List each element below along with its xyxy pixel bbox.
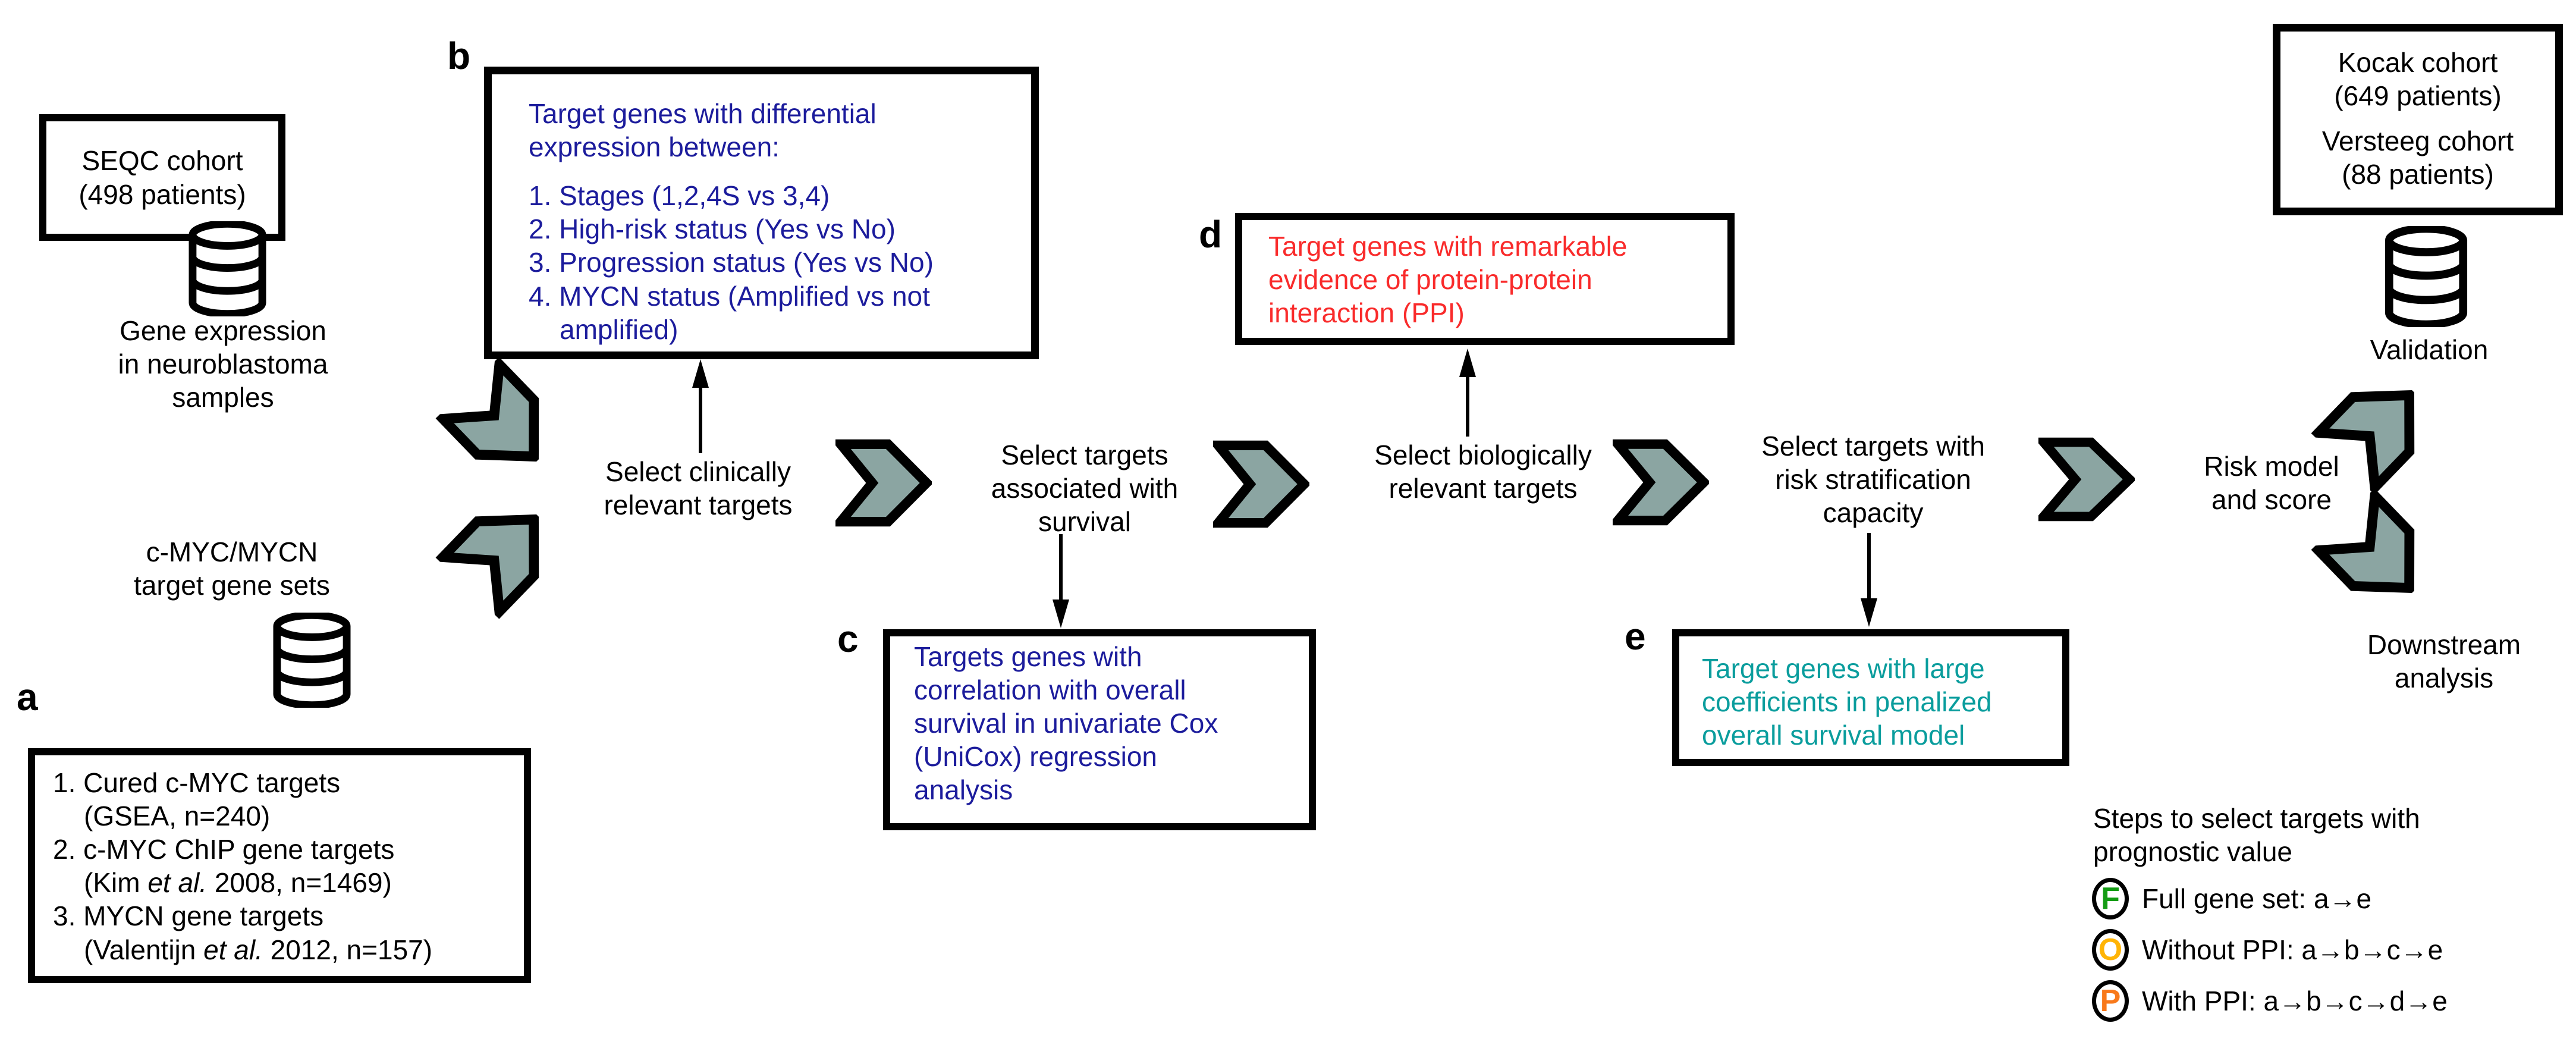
legend-row-with-ppi: P With PPI: a→b→c→d→e bbox=[2092, 980, 2448, 1022]
cmyc-gene-sets-label: c-MYC/MYCN target gene sets bbox=[134, 536, 330, 601]
flow-chevron-up-right-icon bbox=[2311, 390, 2415, 495]
legend-row-without-ppi: O Without PPI: a→b→c→e bbox=[2092, 929, 2443, 971]
legend-symbol-O: O bbox=[2092, 929, 2129, 971]
flow-chevron-down-right-icon bbox=[2311, 488, 2415, 594]
legend-text: With PPI: a→b→c→d→e bbox=[2142, 985, 2448, 1016]
box-b-list: 1. Stages (1,2,4S vs 3,4)2. High-risk st… bbox=[529, 179, 1017, 346]
flow-chevron-icon bbox=[835, 439, 932, 527]
arrow-up-to-box-d bbox=[1459, 349, 1476, 437]
legend-text: Without PPI: a→b→c→e bbox=[2142, 934, 2443, 965]
arrow-down-to-box-c bbox=[1053, 534, 1069, 628]
flow-chevron-up-right-icon bbox=[435, 514, 539, 620]
list-item: 1. Stages (1,2,4S vs 3,4) bbox=[529, 180, 830, 212]
flow-chevron-icon bbox=[1613, 439, 1709, 526]
panel-label-e: e bbox=[1625, 615, 1646, 658]
list-item: 2. c-MYC ChIP gene targets (Kim et al. 2… bbox=[53, 834, 395, 899]
box-b-differential-expression: Target genes with differential expressio… bbox=[484, 67, 1039, 359]
legend-row-full-gene-set: F Full gene set: a→e bbox=[2092, 878, 2371, 919]
box-d-ppi: Target genes with remarkable evidence of… bbox=[1235, 213, 1735, 345]
panel-label-b: b bbox=[447, 34, 471, 77]
legend-symbol-F: F bbox=[2092, 878, 2129, 919]
box-a-gene-set-sources: 1. Cured c-MYC targets (GSEA, n=240)2. c… bbox=[28, 748, 531, 983]
arrow-up-to-box-b bbox=[692, 359, 709, 453]
step-select-clinically: Select clinically relevant targets bbox=[604, 456, 793, 521]
panel-label-d: d bbox=[1199, 213, 1223, 256]
arrow-down-to-box-e bbox=[1861, 533, 1877, 627]
step-select-risk-stratification: Select targets with risk stratification … bbox=[1761, 431, 1985, 529]
box-b-intro: Target genes with differential expressio… bbox=[529, 98, 877, 163]
downstream-analysis-label: Downstream analysis bbox=[2367, 629, 2521, 694]
legend-title: Steps to select targets with prognostic … bbox=[2093, 803, 2420, 868]
panel-label-c: c bbox=[837, 617, 859, 660]
seqc-cohort-text: SEQC cohort (498 patients) bbox=[78, 145, 246, 210]
legend-text: Full gene set: a→e bbox=[2142, 883, 2372, 914]
list-item: 4. MYCN status (Amplified vs not amplifi… bbox=[529, 280, 930, 345]
flow-chevron-icon bbox=[2038, 437, 2135, 522]
box-e-penalized-model: Target genes with large coefficients in … bbox=[1672, 629, 2069, 766]
seqc-cohort-box: SEQC cohort (498 patients) bbox=[39, 114, 285, 241]
legend-symbol-P: P bbox=[2092, 980, 2129, 1022]
step-select-biologically: Select biologically relevant targets bbox=[1374, 440, 1592, 504]
gene-expression-label: Gene expression in neuroblastoma samples bbox=[118, 315, 328, 413]
list-item: 3. Progression status (Yes vs No) bbox=[529, 247, 934, 278]
list-item: 3. MYCN gene targets (Valentijn et al. 2… bbox=[53, 900, 433, 965]
database-icon bbox=[2385, 226, 2468, 327]
database-icon bbox=[273, 613, 351, 708]
validation-label: Validation bbox=[2370, 334, 2489, 365]
validation-cohorts-box: Kocak cohort (649 patients) Versteeg coh… bbox=[2273, 24, 2563, 215]
database-icon bbox=[189, 221, 266, 316]
step-select-survival: Select targets associated with survival bbox=[991, 440, 1179, 538]
list-item: 1. Cured c-MYC targets (GSEA, n=240) bbox=[53, 767, 341, 832]
list-item: 2. High-risk status (Yes vs No) bbox=[529, 214, 896, 245]
flow-chevron-down-right-icon bbox=[435, 356, 539, 462]
step-risk-model-score: Risk model and score bbox=[2204, 451, 2339, 516]
versteeg-cohort-text: Versteeg cohort (88 patients) bbox=[2321, 125, 2514, 190]
kocak-cohort-text: Kocak cohort (649 patients) bbox=[2334, 47, 2502, 112]
box-c-unicox: Targets genes with correlation with over… bbox=[883, 629, 1316, 830]
flow-chevron-icon bbox=[1213, 440, 1309, 528]
panel-label-a: a bbox=[17, 676, 38, 718]
